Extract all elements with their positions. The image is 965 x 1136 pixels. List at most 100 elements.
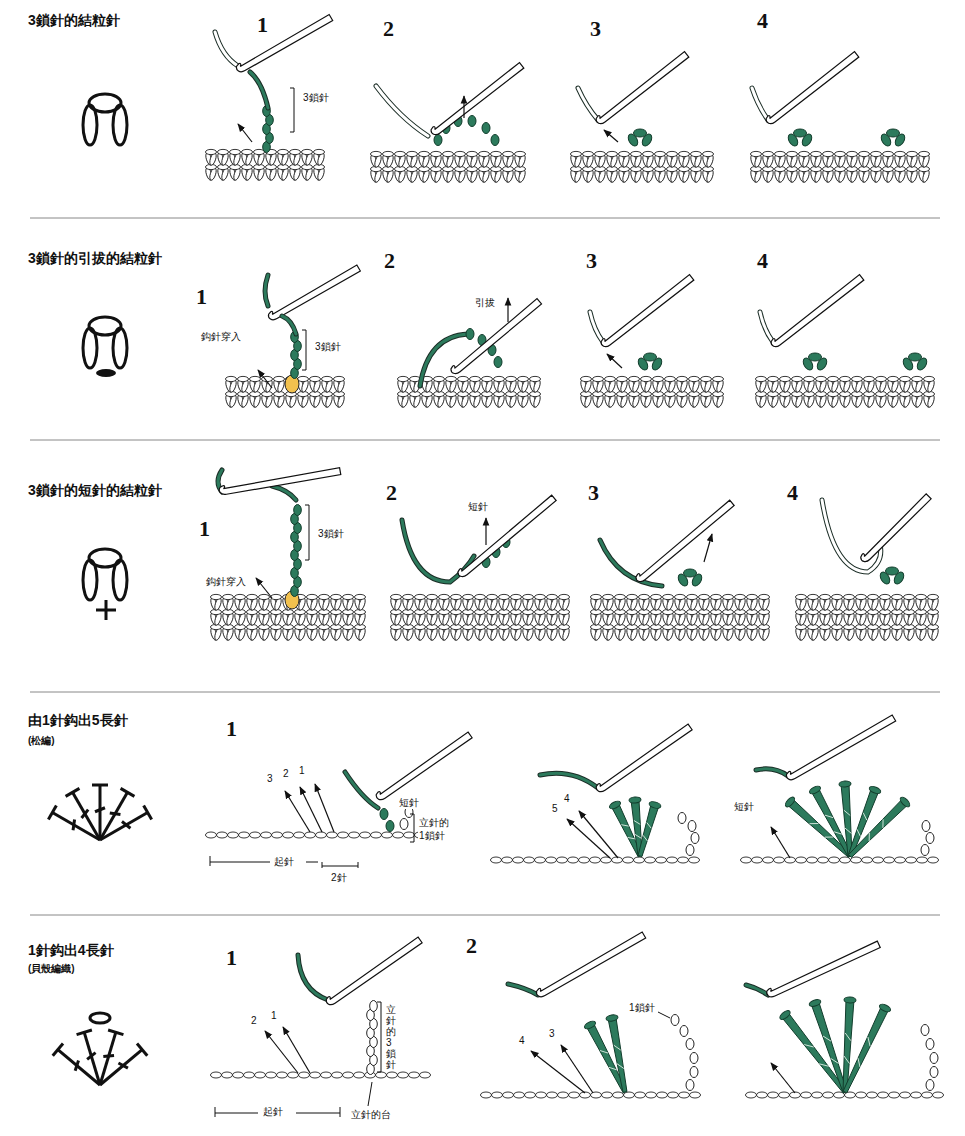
chain-loop	[283, 832, 294, 838]
leader-line	[210, 862, 270, 863]
chain-loop	[602, 1092, 613, 1098]
chain-loop	[558, 1092, 569, 1098]
chain-loop	[380, 809, 388, 820]
stitch-top	[603, 594, 614, 599]
stitch-wrap	[614, 1045, 621, 1050]
stitch-top	[711, 594, 722, 599]
chain-loop	[288, 1072, 299, 1078]
step-number: 2	[383, 18, 394, 40]
stitch-top	[278, 149, 289, 154]
yarn-outline	[756, 769, 788, 776]
bracket	[305, 505, 309, 560]
hook-shaft	[375, 730, 473, 802]
stitch-top	[820, 594, 831, 599]
stitch-top	[747, 594, 758, 599]
stitch-wrap	[834, 832, 842, 834]
crochet-hook	[634, 498, 734, 584]
stitch-wrap	[868, 1037, 870, 1046]
callout-label: 3鎖針	[317, 528, 345, 540]
stitch-top	[298, 376, 309, 381]
callout-label: 2	[250, 1015, 258, 1027]
step-number: 4	[787, 482, 798, 504]
fabric-rows	[750, 151, 931, 183]
direction-arrow	[283, 1027, 310, 1073]
callout-label: 4	[563, 793, 571, 805]
stitch-top	[643, 151, 654, 156]
chain-loop	[774, 857, 785, 863]
callout-label: 短針	[467, 501, 489, 513]
stitch-wrap	[635, 834, 641, 838]
stitch-symbol	[137, 1044, 147, 1056]
stitch-top	[839, 781, 851, 788]
hook-shaft	[594, 50, 688, 127]
leader-line	[215, 1113, 258, 1114]
callout-label: 3鎖針	[314, 341, 342, 353]
stitch-top	[880, 594, 891, 599]
symbol-ring	[113, 328, 127, 368]
chain-loop	[492, 1092, 503, 1098]
stitch-top	[310, 376, 321, 381]
bracket	[377, 1002, 381, 1072]
chain-loop	[481, 1092, 492, 1098]
stitch-top	[343, 594, 354, 599]
chain-loop	[382, 832, 393, 838]
picot-loop	[909, 353, 922, 361]
stitch-top	[892, 594, 903, 599]
step-number: 1	[226, 947, 237, 969]
chain-loops	[400, 807, 413, 830]
stitch-top	[395, 151, 406, 156]
stitch-top	[530, 376, 541, 381]
crochet-hook	[535, 930, 646, 999]
stitch-top	[451, 594, 462, 599]
chain-loop	[310, 1072, 321, 1078]
fabric-rows	[370, 151, 527, 183]
chain-loop	[856, 1092, 867, 1098]
fabric-rows	[397, 376, 542, 408]
crochet-hook	[456, 493, 556, 579]
stitch-top	[756, 376, 767, 381]
stitch-top	[878, 1003, 891, 1014]
stitch-top	[924, 376, 935, 381]
chain-loops	[380, 809, 394, 832]
vertical-label: 立針的3鎖針	[386, 1004, 396, 1070]
direction-arrow	[531, 1051, 585, 1093]
double-crochet-stitch	[782, 1013, 847, 1094]
stitch-wrap	[819, 1064, 829, 1066]
chain-loop	[668, 1092, 679, 1098]
yarn	[376, 86, 428, 136]
stitch-symbol	[118, 1063, 127, 1068]
stitch-top	[835, 151, 846, 156]
hook-shaft	[235, 12, 333, 74]
chain-loop	[343, 1072, 354, 1078]
stitch-top	[619, 151, 630, 156]
stitch-top	[455, 151, 466, 156]
bracket	[410, 814, 414, 842]
stitch-wrap	[810, 823, 819, 824]
chain-loop	[536, 1092, 547, 1098]
stitch-symbol	[92, 784, 108, 787]
stitch-wrap	[825, 815, 833, 817]
stitch-top	[864, 376, 875, 381]
step-number: 1	[257, 14, 268, 36]
step-number: 2	[384, 250, 395, 272]
crochet-hook	[765, 939, 880, 999]
stitch-top	[439, 594, 450, 599]
stitch-top	[431, 151, 442, 156]
hook-shaft	[429, 61, 523, 138]
double-crochet-stitch	[608, 1017, 627, 1092]
fabric-rows	[580, 376, 725, 408]
picot-loop	[809, 353, 822, 361]
chain-loop	[590, 857, 601, 863]
callout-label: 鈎針穿入	[200, 331, 242, 343]
callout-label: 5	[551, 803, 559, 815]
stitch-top	[631, 151, 642, 156]
chain-loop	[494, 357, 502, 368]
section-divider	[30, 915, 940, 916]
crochet-hook	[219, 465, 341, 496]
direction-arrow	[315, 784, 334, 832]
direction-arrow	[238, 124, 252, 142]
chain-loop	[926, 1080, 934, 1091]
chain-loop	[482, 123, 490, 134]
stitch-top	[446, 376, 457, 381]
